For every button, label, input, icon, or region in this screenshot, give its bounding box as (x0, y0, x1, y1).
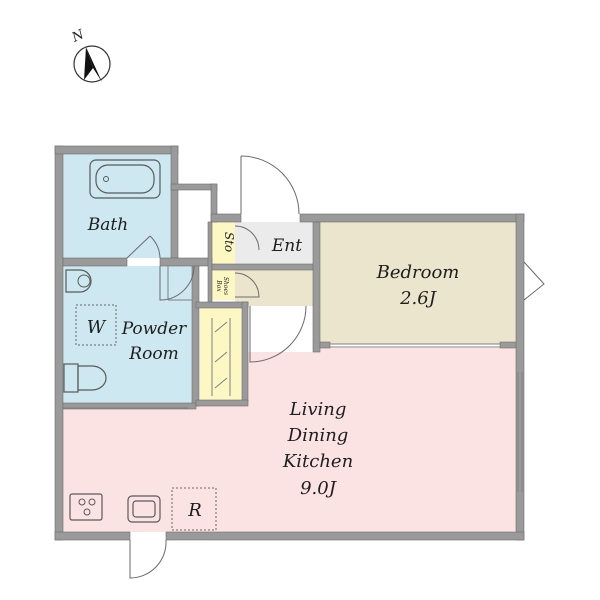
north-arrow-icon (73, 45, 111, 83)
door-swing-icon (126, 155, 545, 579)
bedroom-size: 2.6J (399, 288, 438, 309)
shoes-box-label-line1: Shoes (222, 277, 229, 295)
ldk-label-line3: Kitchen (282, 451, 353, 472)
stove-icon (69, 493, 103, 521)
compass: N (69, 27, 111, 83)
windows (63, 266, 523, 492)
ldk-size: 9.0J (300, 478, 338, 499)
entrance-floor (235, 222, 315, 264)
washer-pan-icon (75, 304, 117, 346)
room-labels: Bath Sto Ent Shoes Box Bedroom 2.6J W Po… (87, 215, 460, 521)
bath-label: Bath (87, 215, 128, 235)
ldk-label-line2: Dining (287, 425, 349, 446)
hall-floor (235, 270, 315, 306)
living-floor (63, 348, 516, 532)
storage-floor (212, 222, 235, 264)
kitchen-sink-icon (127, 495, 161, 523)
bedroom-label: Bedroom (376, 262, 460, 283)
floors (63, 154, 516, 532)
sink-icon (65, 269, 92, 293)
refrigerator-label: R (187, 500, 202, 521)
compass-label: N (69, 27, 87, 46)
toilet-icon (63, 363, 107, 393)
shoes-box-floor (212, 270, 235, 300)
powder-room-label-line2: Room (128, 344, 178, 364)
ldk-label-line1: Living (289, 399, 347, 420)
refrigerator-space (171, 487, 217, 531)
bathtub-icon (89, 159, 161, 199)
washer-label: W (87, 317, 107, 338)
closet-floor (200, 308, 242, 403)
bedroom-floor (320, 222, 516, 344)
storage-label: Sto (222, 232, 236, 252)
walls (54, 145, 525, 541)
entrance-label: Ent (271, 236, 302, 256)
powder-room-label-line1: Powder (121, 319, 187, 339)
shoes-box-label-line2: Box (215, 279, 222, 292)
powder-room-floor (63, 266, 192, 405)
